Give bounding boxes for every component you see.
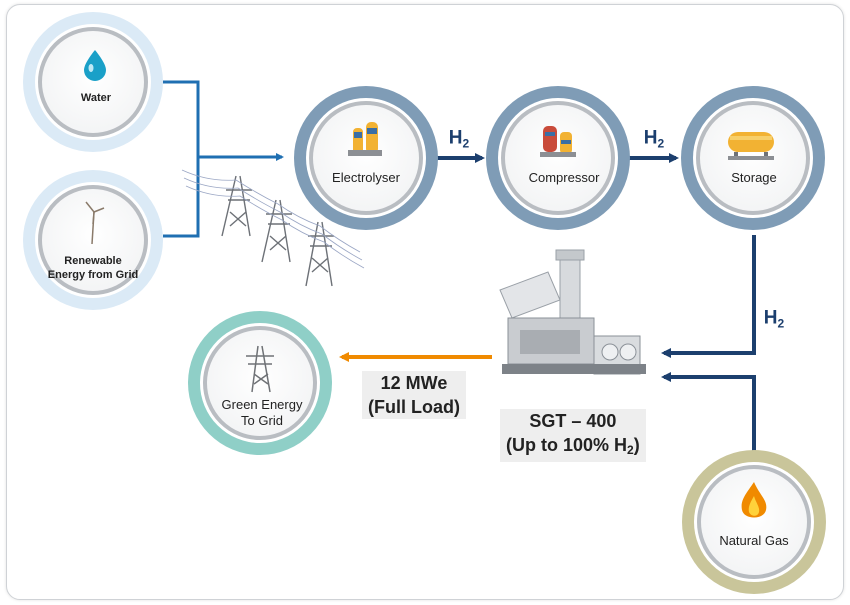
storage-tank-icon [728, 132, 774, 160]
transmission-tower-icon [246, 345, 274, 393]
transmission-tower-icon [261, 199, 292, 263]
storage-node [681, 86, 825, 230]
h2-label-electrolyser-compressor: H2 [448, 127, 470, 151]
green-energy-node [188, 311, 332, 455]
h2-label-compressor-storage: H2 [643, 127, 665, 151]
water-label: Water [80, 92, 112, 104]
water-drop-icon [84, 50, 106, 81]
input-flow-lines [163, 80, 284, 238]
transmission-tower-icon [305, 221, 334, 287]
power-line-towers-illustration [181, 169, 365, 287]
electrolyser-icon [348, 122, 382, 156]
compressor-label: Compressor [528, 170, 600, 185]
green-energy-label-line2: To Grid [241, 413, 283, 428]
renewable-energy-label: Renewable Energy from Grid [48, 254, 138, 282]
green-energy-label-line1: Green Energy [221, 397, 303, 412]
compressor-node [486, 86, 630, 230]
turbine-label: SGT – 400 (Up to 100% H2) [500, 409, 646, 462]
wind-turbine-icon [85, 201, 105, 245]
turbine-model: SGT – 400 [529, 411, 617, 431]
electrolyser-node [294, 86, 438, 230]
flame-icon [741, 482, 767, 518]
turbine-fuel-capability: (Up to 100% H2) [506, 435, 640, 457]
electrolyser-label: Electrolyser [332, 170, 400, 185]
power-output-label: 12 MWe (Full Load) [362, 371, 466, 419]
h2-label-storage-turbine: H2 [763, 307, 785, 331]
power-output-value: 12 MWe [380, 373, 448, 393]
water-node [23, 12, 163, 152]
transmission-tower-icon [221, 175, 252, 237]
renewable-energy-label-line1: Renewable [64, 255, 122, 267]
natural-gas-node [682, 450, 826, 594]
compressor-icon [540, 126, 576, 157]
storage-label: Storage [731, 170, 777, 185]
power-output-condition: (Full Load) [368, 397, 460, 417]
gas-turbine-illustration [499, 249, 646, 375]
renewable-energy-label-line2: Energy from Grid [47, 269, 139, 281]
natural-gas-label: Natural Gas [719, 533, 789, 548]
h2-flow-arrows [432, 153, 756, 452]
renewable-energy-node [23, 170, 163, 310]
green-energy-label: Green Energy To Grid [222, 397, 303, 429]
